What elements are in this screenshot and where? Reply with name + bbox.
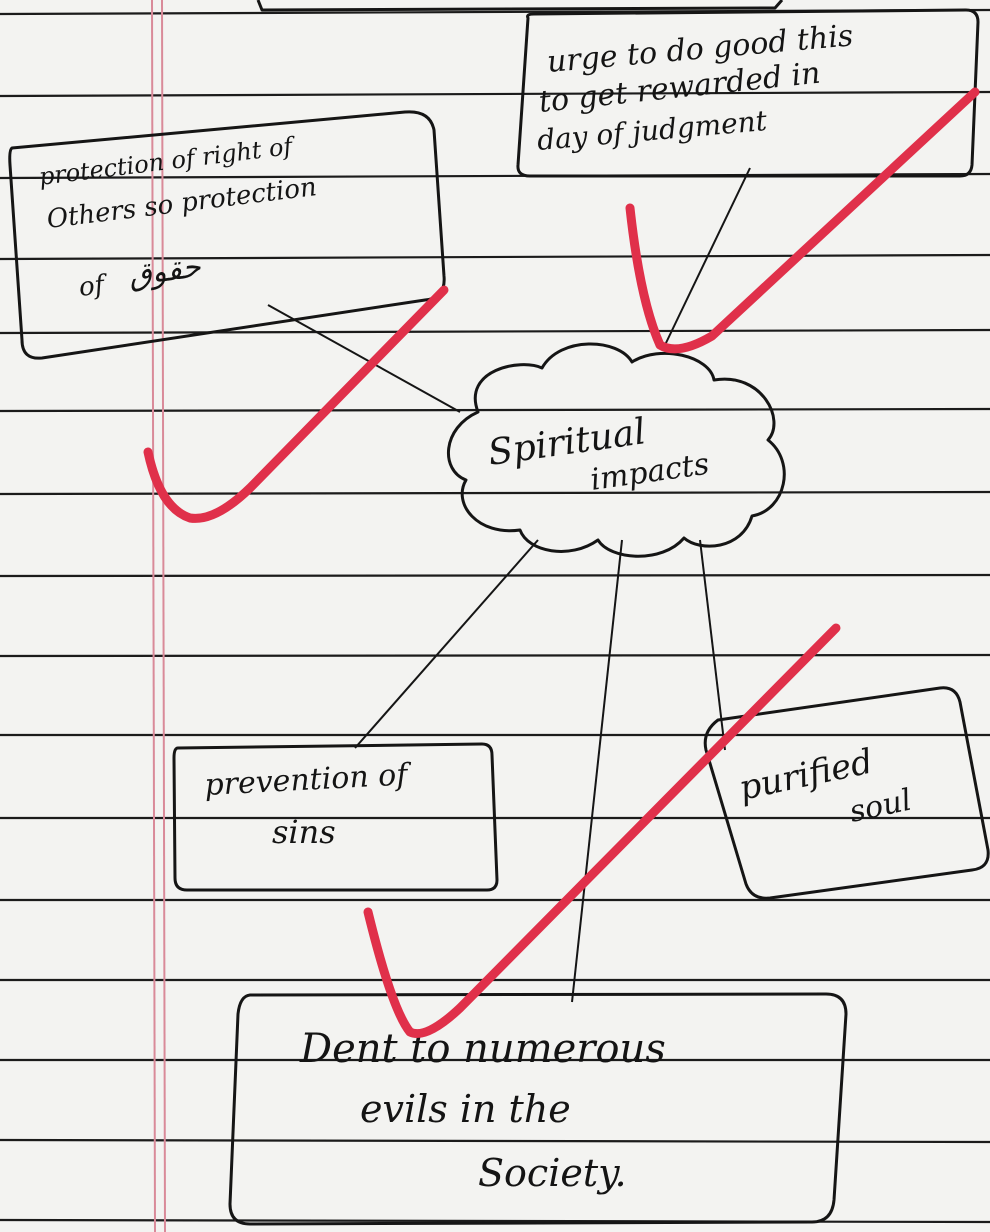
box-bottom-right [703, 686, 990, 900]
tick-mark [625, 87, 980, 354]
box-bottom-center [228, 992, 848, 1226]
node-bottom-left-line2: sins [272, 813, 336, 851]
box-bottom-left [172, 742, 499, 892]
node-bottom-center-line2: evils in the [360, 1087, 571, 1131]
node-bottom-center-line3: Society. [478, 1151, 627, 1195]
node-bottom-left-line1: prevention of [204, 757, 413, 803]
connectors [267, 167, 751, 1003]
tick-mark [363, 623, 841, 1038]
node-top-left-line3: of [77, 270, 110, 303]
box-top-left [8, 110, 446, 360]
cloud-center [446, 342, 786, 558]
cropped-box-top [256, 0, 784, 12]
box-top-right [516, 8, 980, 178]
node-top-left-script-word: حقوق [126, 249, 203, 294]
margin-line [151, 0, 156, 1232]
node-bottom-center-line1: Dent to numerous [299, 1026, 666, 1072]
margin-line [161, 0, 166, 1232]
grading-ticks [143, 87, 980, 1038]
tick-mark [143, 285, 449, 523]
node-bottom-right-line2: soul [846, 783, 914, 830]
